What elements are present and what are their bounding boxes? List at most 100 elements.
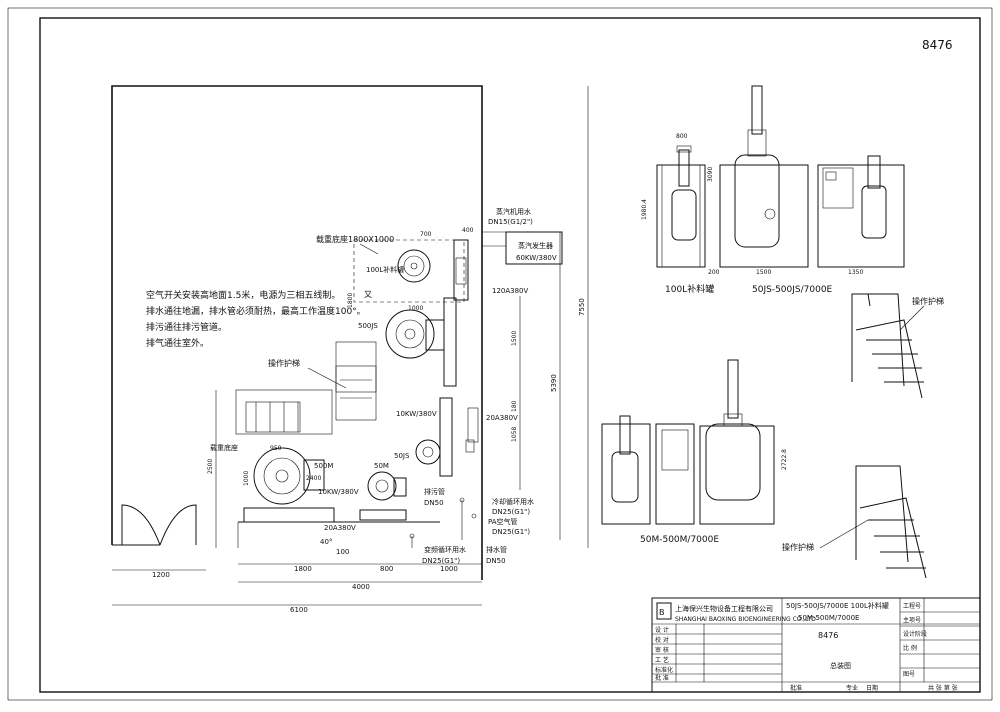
- caption-50m-500m: 50M-500M/7000E: [640, 535, 719, 545]
- platform-top-dashed: [353, 239, 465, 303]
- label-platform-bottom: 载重底座: [210, 443, 238, 452]
- svg-text:DN50: DN50: [486, 557, 506, 565]
- svg-text:1200: 1200: [152, 571, 170, 579]
- svg-text:图号: 图号: [903, 671, 915, 678]
- room-wall: [111, 85, 483, 580]
- svg-text:1500: 1500: [756, 269, 771, 276]
- svg-text:1000: 1000: [440, 565, 458, 573]
- svg-text:排水管: 排水管: [486, 545, 507, 554]
- svg-text:20A380V: 20A380V: [324, 524, 356, 532]
- svg-text:50M-500M/7000E: 50M-500M/7000E: [798, 614, 859, 622]
- svg-text:400: 400: [462, 227, 474, 234]
- title-drawing-no: 8476: [818, 631, 838, 640]
- svg-text:20A380V: 20A380V: [486, 414, 518, 422]
- svg-text:1980.4: 1980.4: [641, 199, 648, 220]
- svg-text:7550: 7550: [578, 298, 586, 316]
- steam-generator: [505, 231, 563, 265]
- svg-text:4000: 4000: [352, 583, 370, 591]
- floor-plan: 空气开关安装高地面1.5米，电源为三相五线制。 排水通往地漏，排水管必须耐热，最…: [111, 85, 589, 614]
- svg-text:800: 800: [380, 565, 393, 573]
- plan-note-1: 空气开关安装高地面1.5米，电源为三相五线制。: [146, 289, 340, 301]
- svg-text:DN15(G1/2"): DN15(G1/2"): [488, 218, 533, 226]
- elevation-top: 800 1980.4 200 100L补料罐 3090 1500 50JS-50…: [641, 85, 944, 399]
- outer-border: [39, 17, 981, 693]
- svg-text:700: 700: [420, 231, 432, 238]
- svg-text:工程号: 工程号: [903, 602, 921, 610]
- svg-text:批准: 批准: [790, 684, 802, 692]
- svg-text:设计阶段: 设计阶段: [903, 630, 927, 638]
- ladder-bottom: 操作护梯: [782, 465, 927, 579]
- svg-text:DN25(G1"): DN25(G1"): [492, 508, 530, 516]
- tank-100l-plan: [397, 249, 431, 283]
- caption-50js-500js: 50JS-500JS/7000E: [752, 285, 833, 295]
- drawing-number: 8476: [922, 38, 953, 52]
- plan-note-4: 排气通往室外。: [146, 337, 209, 349]
- svg-text:比 例: 比 例: [903, 644, 917, 652]
- svg-text:批 准: 批 准: [655, 674, 669, 682]
- svg-text:操作护梯: 操作护梯: [782, 542, 814, 552]
- title-drawing-name: 总装图: [830, 661, 851, 670]
- svg-text:60KW/380V: 60KW/380V: [516, 254, 557, 262]
- svg-text:180: 180: [511, 400, 518, 412]
- svg-text:变频循环用水: 变频循环用水: [424, 545, 466, 554]
- svg-text:1500: 1500: [511, 331, 518, 346]
- elevation-bottom: 2722.8 50M-500M/7000E 操作护梯: [601, 359, 927, 579]
- label-platform-top: 载重底座1800X1000: [316, 234, 394, 244]
- svg-text:校 对: 校 对: [655, 636, 669, 644]
- svg-text:DN50: DN50: [424, 499, 444, 507]
- svg-text:B: B: [659, 608, 665, 617]
- label-500m: 500M: [314, 462, 333, 470]
- svg-text:标准化: 标准化: [655, 666, 673, 674]
- svg-text:DN25(G1"): DN25(G1"): [422, 557, 460, 565]
- svg-text:1000: 1000: [243, 471, 250, 486]
- svg-text:设 计: 设 计: [655, 626, 669, 634]
- svg-text:2500: 2500: [207, 459, 214, 474]
- label-operating-platform: 操作护梯: [268, 358, 300, 368]
- svg-text:工 艺: 工 艺: [655, 656, 669, 664]
- svg-text:100: 100: [336, 548, 349, 556]
- title-block: B 上海保兴生物设备工程有限公司 SHANGHAI BAOXING BIOENG…: [651, 597, 981, 693]
- svg-text:2400: 2400: [306, 475, 321, 482]
- svg-text:950: 950: [270, 445, 282, 452]
- product-line-1: 50JS-500JS/7000E 100L补料罐: [786, 601, 889, 610]
- svg-text:200: 200: [708, 269, 720, 276]
- fermenter-500m-plan: [253, 447, 311, 505]
- company-name: 上海保兴生物设备工程有限公司: [675, 604, 773, 613]
- svg-text:1800: 1800: [347, 293, 354, 308]
- svg-text:2722.8: 2722.8: [781, 449, 788, 470]
- label-50m: 50M: [374, 462, 389, 470]
- svg-text:10KW/380V: 10KW/380V: [396, 410, 437, 418]
- svg-text:1058: 1058: [511, 427, 518, 442]
- operating-platform-box: [335, 341, 377, 421]
- svg-text:1800: 1800: [294, 565, 312, 573]
- svg-text:10KW/380V: 10KW/380V: [318, 488, 359, 496]
- caption-100l-tank: 100L补料罐: [665, 283, 714, 295]
- svg-text:5390: 5390: [550, 374, 558, 392]
- svg-text:800: 800: [676, 133, 688, 140]
- svg-text:1000: 1000: [408, 305, 423, 312]
- company-logo: [656, 602, 672, 620]
- plan-note-3: 排污通往排污管道。: [146, 321, 227, 333]
- svg-text:蒸汽发生器: 蒸汽发生器: [518, 241, 553, 250]
- svg-text:1350: 1350: [848, 269, 863, 276]
- plan-note-2: 排水通往地漏，排水管必须耐热，最高工作温度100°。: [146, 305, 366, 317]
- svg-text:操作护梯: 操作护梯: [912, 296, 944, 306]
- label-pa-pipe: PA空气管: [488, 517, 518, 526]
- svg-text:专业: 专业: [846, 684, 858, 692]
- svg-text:日期: 日期: [866, 684, 878, 692]
- svg-text:DN25(G1"): DN25(G1"): [492, 528, 530, 536]
- fermenter-50js-plan: [415, 439, 441, 465]
- svg-text:6100: 6100: [290, 606, 308, 614]
- inner-border: [7, 7, 993, 701]
- svg-text:冷却循环用水: 冷却循环用水: [492, 497, 534, 506]
- svg-text:40°: 40°: [320, 538, 332, 546]
- svg-text:审 核: 审 核: [655, 646, 669, 654]
- label-50js: 50JS: [394, 452, 410, 460]
- svg-text:又: 又: [364, 290, 372, 299]
- label-tank-100l: 100L补料罐: [366, 265, 404, 274]
- svg-text:120A380V: 120A380V: [492, 287, 529, 295]
- fermenter-50m-plan: [367, 471, 397, 501]
- svg-text:3090: 3090: [707, 167, 714, 182]
